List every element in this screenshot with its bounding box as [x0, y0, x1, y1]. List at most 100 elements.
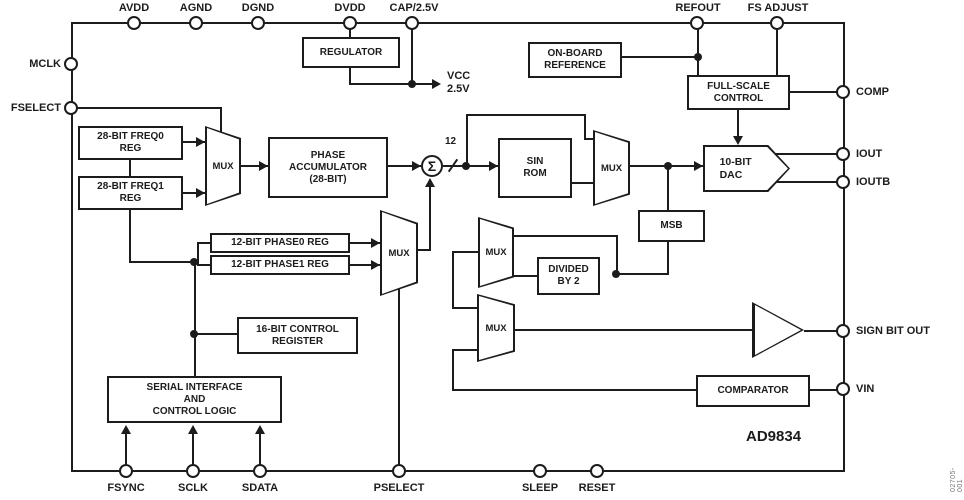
arrowhead: [259, 161, 268, 171]
wire: [194, 333, 237, 335]
wire: [452, 349, 477, 351]
wire: [584, 114, 586, 140]
block-control-register: 16-BIT CONTROL REGISTER: [237, 317, 358, 354]
block-regulator: REGULATOR: [302, 37, 400, 68]
junction-dot: [408, 80, 416, 88]
pin-vin: [836, 382, 850, 396]
mux-msb-divide-label: MUX: [485, 247, 507, 258]
pin-label-fselect: FSELECT: [10, 102, 61, 114]
pin-agnd: [189, 16, 203, 30]
wire: [350, 242, 380, 244]
arrowhead: [694, 161, 703, 171]
wire: [429, 185, 431, 251]
mux-frequency: MUX: [205, 126, 241, 206]
wire: [810, 389, 843, 391]
pin-label-comp: COMP: [856, 86, 889, 98]
wire: [622, 56, 698, 58]
wire: [259, 432, 261, 470]
wire: [197, 242, 199, 266]
wire: [129, 261, 198, 263]
chip-name-label: AD9834: [746, 428, 802, 445]
block-onboard-reference: ON-BOARD REFERENCE: [528, 42, 622, 78]
wire: [443, 165, 498, 167]
wire: [697, 23, 699, 76]
wire: [183, 141, 205, 143]
pin-fsync: [119, 464, 133, 478]
arrowhead: [371, 260, 380, 270]
pin-iout: [836, 147, 850, 161]
wire: [514, 235, 618, 237]
wire: [515, 329, 752, 331]
mux-sin-rom-bypass: MUX: [593, 130, 630, 206]
pin-mclk: [64, 57, 78, 71]
pin-label-fsync: FSYNC: [107, 482, 145, 494]
wire: [350, 264, 380, 266]
pin-dgnd: [251, 16, 265, 30]
pin-sign-bit-out: [836, 324, 850, 338]
wire: [466, 114, 468, 166]
wire: [388, 165, 421, 167]
mux-phase-label: MUX: [388, 247, 410, 259]
pin-label-mclk: MCLK: [29, 58, 61, 70]
pin-label-cap: CAP/2.5V: [389, 2, 439, 14]
wire: [616, 235, 618, 275]
block-sin-rom: SIN ROM: [498, 138, 572, 198]
block-comparator: COMPARATOR: [696, 375, 810, 407]
pin-reset: [590, 464, 604, 478]
arrowhead: [371, 238, 380, 248]
wire: [241, 165, 268, 167]
wire: [197, 264, 210, 266]
sigma-symbol: Σ: [427, 158, 437, 174]
wire: [790, 91, 843, 93]
wire: [584, 138, 595, 140]
mux-sin-rom-bypass-label: MUX: [600, 162, 623, 174]
pin-label-agnd: AGND: [179, 2, 213, 14]
block-serial-interface: SERIAL INTERFACE AND CONTROL LOGIC: [107, 376, 282, 423]
pin-refout: [690, 16, 704, 30]
pin-fs-adjust: [770, 16, 784, 30]
wire: [667, 242, 669, 275]
wire: [183, 192, 205, 194]
block-divided-by-2: DIVIDED BY 2: [537, 257, 600, 295]
wire: [774, 181, 843, 183]
junction-dot: [190, 258, 198, 266]
wire: [776, 23, 778, 76]
arrowhead: [733, 136, 743, 145]
sigma-adder: Σ: [421, 155, 443, 177]
pin-sdata: [253, 464, 267, 478]
wire: [452, 307, 477, 309]
pin-label-iout: IOUT: [856, 148, 883, 160]
arrowhead: [489, 161, 498, 171]
block-freq1-reg: 28-BIT FREQ1 REG: [78, 176, 183, 210]
wire: [412, 83, 434, 85]
wire: [452, 251, 454, 309]
block-phase0-reg: 12-BIT PHASE0 REG: [210, 233, 350, 253]
pin-label-reset: RESET: [578, 482, 616, 494]
pin-label-avdd: AVDD: [118, 2, 150, 14]
wire: [411, 23, 413, 85]
pin-avdd: [127, 16, 141, 30]
wire: [349, 83, 413, 85]
block-phase1-reg: 12-BIT PHASE1 REG: [210, 255, 350, 275]
arrowhead: [196, 137, 205, 147]
junction-dot: [664, 162, 672, 170]
wire: [418, 249, 431, 251]
dac-label: 10-BIT DAC: [719, 155, 752, 181]
wire: [220, 107, 222, 134]
wire: [737, 110, 739, 138]
pin-label-sleep: SLEEP: [521, 482, 559, 494]
arrowhead: [425, 178, 435, 187]
wire: [775, 153, 843, 155]
arrowhead: [188, 425, 198, 434]
block-phase-accumulator: PHASE ACCUMULATOR (28-BIT): [268, 137, 388, 198]
wire: [572, 182, 595, 184]
mux-sign-bit: MUX: [477, 294, 515, 362]
wire: [194, 261, 196, 376]
chip-outline: [71, 22, 845, 472]
junction-dot: [462, 162, 470, 170]
junction-dot: [190, 330, 198, 338]
wire: [514, 275, 537, 277]
wire: [466, 114, 586, 116]
mux-phase: MUX: [380, 210, 418, 296]
